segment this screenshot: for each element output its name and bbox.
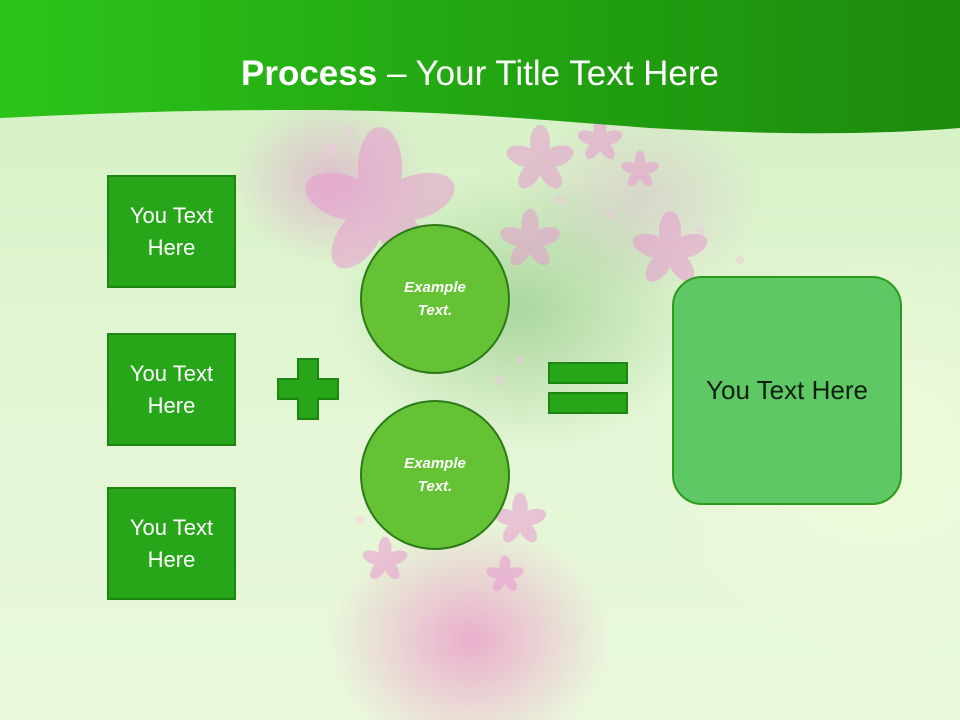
equals-icon: [548, 362, 628, 414]
title-rest: – Your Title Text Here: [377, 54, 719, 93]
circle-label: Example Text.: [404, 279, 466, 319]
input-box-3: You Text Here: [107, 487, 236, 600]
input-box-2: You Text Here: [107, 333, 236, 446]
input-box-label: You Text Here: [129, 360, 214, 418]
result-label: You Text Here: [706, 375, 868, 405]
plus-icon: [277, 358, 339, 420]
input-box-1: You Text Here: [107, 175, 236, 288]
input-box-label: You Text Here: [129, 202, 214, 260]
example-circle-1: Example Text.: [360, 224, 510, 374]
example-circle-2: Example Text.: [360, 400, 510, 550]
result-box: You Text Here: [672, 276, 902, 505]
input-box-label: You Text Here: [129, 514, 214, 572]
circle-label: Example Text.: [404, 455, 466, 495]
slide-title: Process – Your Title Text Here: [0, 52, 960, 96]
header-banner: [0, 0, 960, 134]
title-bold: Process: [241, 54, 378, 93]
